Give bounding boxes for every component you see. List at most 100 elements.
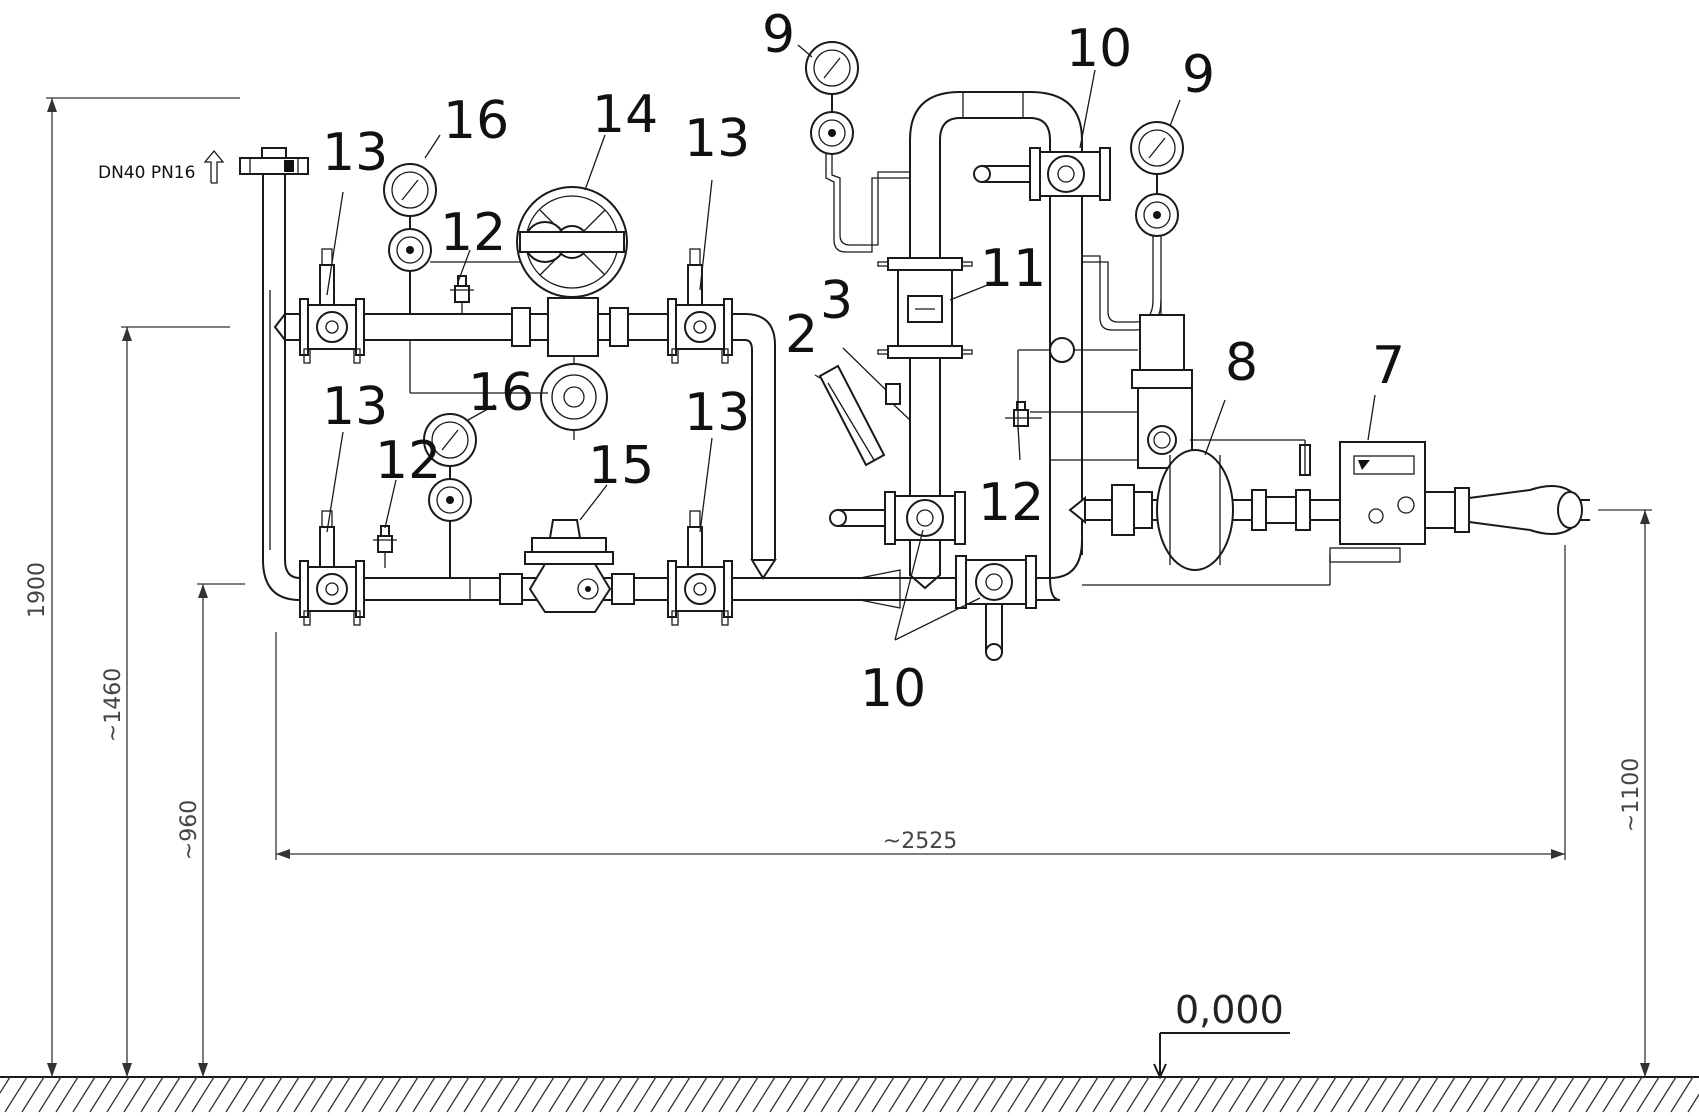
- ground-hatch-line: [1347, 1076, 1371, 1113]
- callout-9-left: 9: [762, 5, 795, 65]
- outlet-line: [1068, 439, 1590, 586]
- dimension-overall-length: ~2525: [275, 545, 1566, 860]
- ground-hatch-line: [1075, 1076, 1099, 1113]
- left-manifold: [262, 174, 301, 601]
- ground-hatch-line: [463, 1076, 487, 1113]
- ground-hatch-line: [1024, 1076, 1048, 1113]
- ground-hatch-line: [4, 1076, 28, 1113]
- ground-hatch-line: [548, 1076, 572, 1113]
- valve-10-middle: [829, 491, 966, 545]
- ground-hatch-line: [1279, 1076, 1303, 1113]
- ground-hatch-line: [1568, 1076, 1592, 1113]
- ground-hatch-line: [616, 1076, 640, 1113]
- callout-15: 15: [588, 436, 654, 496]
- test-valve-12-right: [1005, 401, 1042, 427]
- ground-hatch-line: [89, 1076, 113, 1113]
- dim-960-text: ~960: [177, 800, 202, 860]
- ground-hatch-line: [1551, 1076, 1575, 1113]
- ground-hatch-line: [854, 1076, 878, 1113]
- ground-hatch-line: [1585, 1076, 1609, 1113]
- manometer-16-lower: [423, 413, 477, 578]
- ground-hatch-line: [939, 1076, 963, 1113]
- callouts: 13 16 14 13 12 16 13 12 15 13 9 10 9 11 …: [322, 5, 1405, 719]
- ground-hatch-line: [514, 1076, 538, 1113]
- ground-hatch-line: [157, 1076, 181, 1113]
- dimension-upper-line: ~1460: [101, 326, 230, 1077]
- ball-valve-13-lower-left: [299, 510, 365, 626]
- zero-level-text: 0,000: [1175, 988, 1284, 1032]
- ground-hatch-line: [1330, 1076, 1354, 1113]
- ground-hatch-line: [1466, 1076, 1490, 1113]
- regulator-15: [524, 519, 614, 613]
- ground-hatch-line: [72, 1076, 96, 1113]
- ground-hatch-line: [1449, 1076, 1473, 1113]
- ground-hatch-line: [1228, 1076, 1252, 1113]
- ground-hatch-line: [905, 1076, 929, 1113]
- ground-hatch-line: [531, 1076, 555, 1113]
- ground-hatch-line: [1381, 1076, 1405, 1113]
- ground-hatch-line: [1619, 1076, 1643, 1113]
- ground-hatch-line: [412, 1076, 436, 1113]
- ground-hatch-line: [225, 1076, 249, 1113]
- ground-hatch-line: [361, 1076, 385, 1113]
- ground-hatch-line: [1262, 1076, 1286, 1113]
- callout-10-bottom: 10: [860, 659, 926, 719]
- ground-hatch-line: [633, 1076, 657, 1113]
- manometer-9-right: [1082, 121, 1184, 331]
- ground-hatch-line: [582, 1076, 606, 1113]
- ground-hatch-line: [327, 1076, 351, 1113]
- callout-10-top: 10: [1066, 19, 1132, 79]
- ground-hatch-line: [242, 1076, 266, 1113]
- ground-hatch-line: [803, 1076, 827, 1113]
- ground-hatch-line: [1517, 1076, 1541, 1113]
- ground-hatch-line: [1653, 1076, 1677, 1113]
- ball-valve-13-upper-left: [299, 248, 365, 364]
- ground-hatch-line: [1534, 1076, 1558, 1113]
- ground-hatch-line: [1177, 1076, 1201, 1113]
- inlet-spec-text: DN40 PN16: [98, 163, 195, 183]
- ground-hatch-line: [106, 1076, 130, 1113]
- ground-hatch-line: [650, 1076, 674, 1113]
- valve-10-lower: [955, 520, 1083, 661]
- ground-hatch-line: [769, 1076, 793, 1113]
- ground-hatch-line: [480, 1076, 504, 1113]
- ground-hatch-line: [497, 1076, 521, 1113]
- ground-hatch-line: [922, 1076, 946, 1113]
- valve-10-top: [973, 147, 1111, 201]
- dimension-outlet-height: ~1100: [1598, 509, 1652, 1077]
- ground-hatch-line: [174, 1076, 198, 1113]
- ball-valve-13-upper-right: [667, 248, 733, 364]
- callout-13-lower-right: 13: [684, 383, 750, 443]
- manometer-9-left: [805, 41, 910, 253]
- ground-hatch-line: [1364, 1076, 1388, 1113]
- ground-hatch-line: [1500, 1076, 1524, 1113]
- ground-hatch-line: [1143, 1076, 1167, 1113]
- ground-hatch-line: [446, 1076, 470, 1113]
- ground-hatch-line: [1415, 1076, 1439, 1113]
- test-valve-12-lower: [373, 525, 397, 568]
- ground-hatch-line: [123, 1076, 147, 1113]
- ground-hatch-line: [684, 1076, 708, 1113]
- ground-hatch-line: [956, 1076, 980, 1113]
- item-2-thermometer: [818, 364, 886, 467]
- dim-1900-text: 1900: [25, 562, 50, 618]
- ground-hatch-line: [1602, 1076, 1626, 1113]
- ground-hatch-line: [888, 1076, 912, 1113]
- callout-12-right: 12: [978, 473, 1044, 533]
- callout-8: 8: [1225, 333, 1258, 393]
- callout-13-lower-left: 13: [322, 377, 388, 437]
- ground-hatch-line: [1687, 1093, 1699, 1113]
- regulator-14: [516, 186, 628, 440]
- callout-13-upper-left: 13: [322, 123, 388, 183]
- ground-hatch-line: [38, 1076, 62, 1113]
- ground-hatch-line: [1092, 1076, 1116, 1113]
- ground-hatch-line: [344, 1076, 368, 1113]
- ground-hatch-line: [1126, 1076, 1150, 1113]
- ground-hatch-line: [429, 1076, 453, 1113]
- dim-2525-text: ~2525: [883, 829, 957, 854]
- callout-12-upper: 12: [440, 203, 506, 263]
- dimension-lower-line: ~960: [177, 583, 245, 1077]
- ground-hatch-line: [718, 1076, 742, 1113]
- ground-hatch-line: [21, 1076, 45, 1113]
- dim-1460-text: ~1460: [101, 668, 126, 742]
